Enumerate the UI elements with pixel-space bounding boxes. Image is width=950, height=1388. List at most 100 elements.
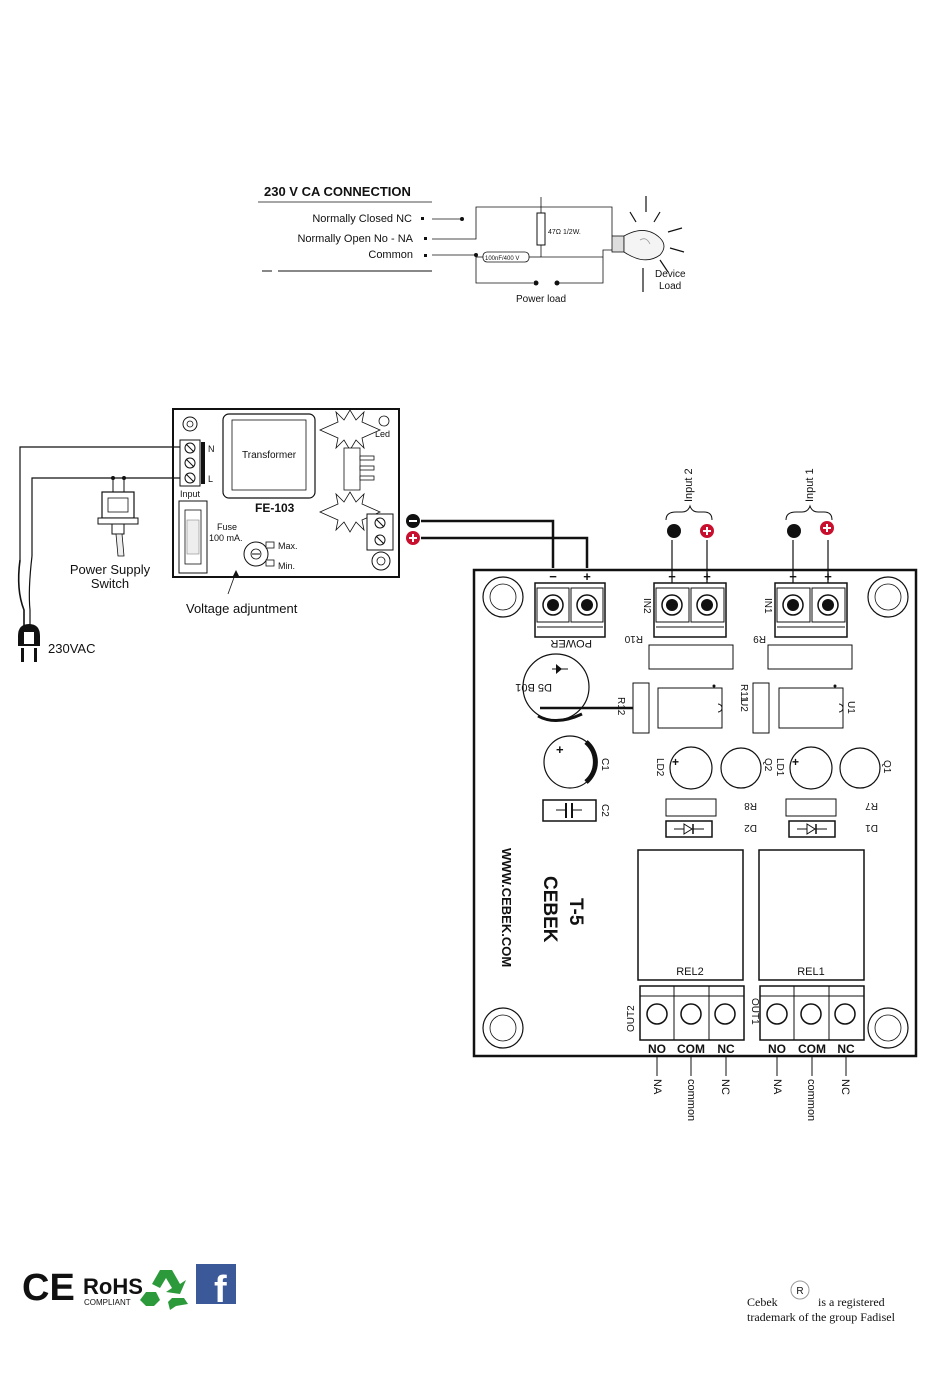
out2-no-label: NO: [648, 1042, 666, 1056]
light-bulb-icon: [611, 196, 685, 292]
rohs-logo: RoHS: [83, 1274, 143, 1299]
mains-plug-icon: [18, 624, 40, 662]
resistor-r9: [767, 644, 853, 670]
out2-na-wire-label: NA: [651, 1079, 663, 1095]
terminal-n-label: N: [208, 444, 215, 454]
in2-terminal: [653, 582, 727, 638]
ld2-plus-sign: +: [672, 755, 679, 769]
ce-mark: CE: [22, 1267, 75, 1309]
output-wires: [656, 1056, 847, 1076]
voltage-adjustment-label: Voltage adjuntment: [186, 601, 298, 616]
out2-terminal: [639, 985, 745, 1041]
voltage-trimmer-icon[interactable]: [243, 541, 275, 567]
mains-wiring: [17, 446, 180, 628]
footer-logos: CE RoHS COMPLIANT f: [22, 1264, 236, 1311]
input1-label: Input 1: [804, 468, 816, 502]
in1-label: IN1: [762, 598, 773, 614]
out2-com-label: COM: [677, 1042, 705, 1056]
capacitor-c1: +: [543, 735, 598, 789]
chip-u1: [778, 687, 844, 729]
switch-label-1: Power Supply: [70, 562, 151, 577]
bridge-rectifier: [522, 653, 590, 722]
max-label: Max.: [278, 541, 298, 551]
t5-board: − + POWER − + IN2 − + IN1: [472, 468, 918, 1058]
in2-label: IN2: [641, 598, 652, 614]
input-wires: [665, 504, 834, 583]
chip-u2: [657, 687, 723, 729]
input2-label: Input 2: [683, 468, 695, 502]
diode-d2: [665, 820, 713, 838]
registered-mark: R: [796, 1286, 803, 1297]
label-normally-closed: Normally Closed NC: [312, 213, 412, 225]
toggle-switch-icon[interactable]: [97, 491, 139, 557]
mains-label: 230VAC: [48, 641, 95, 656]
resistor-r7: [785, 798, 837, 817]
mounting-hole: [482, 576, 909, 1049]
transformer-label: Transformer: [242, 450, 297, 461]
board-brand: CEBEK: [539, 876, 560, 943]
out2-nc-label: NC: [717, 1042, 735, 1056]
r11-label: R11: [738, 684, 749, 702]
ld1-label: LD1: [774, 758, 785, 777]
out1-nc-label: NC: [837, 1042, 855, 1056]
label-normally-open: Normally Open No - NA: [297, 233, 413, 245]
db-label: D5 B01: [515, 681, 552, 693]
c1-plus-sign: +: [556, 742, 564, 757]
ld1-plus-sign: +: [792, 755, 799, 769]
switch-label-2: Switch: [91, 576, 129, 591]
out1-label: OUT1: [749, 998, 760, 1025]
resistor-r12: [632, 682, 650, 734]
board-website: WWW.CEBEK.COM: [499, 848, 514, 967]
heatsink-icon: [319, 409, 381, 533]
cebek-word: Cebek: [747, 1295, 778, 1309]
psu-model: FE-103: [255, 501, 295, 515]
registered-mark-icon: [790, 1280, 810, 1300]
led-ld2: +: [669, 746, 713, 790]
ld2-label: LD2: [654, 758, 665, 777]
led-label: Led: [375, 429, 390, 439]
out1-com-label: COM: [798, 1042, 826, 1056]
led-indicator: [378, 415, 390, 427]
label-common: Common: [368, 249, 413, 261]
led-ld1: +: [789, 746, 833, 790]
rel2-label: REL2: [676, 966, 704, 978]
diode-d1: [788, 820, 836, 838]
out1-no-label: NO: [768, 1042, 786, 1056]
power-load-label: Power load: [516, 294, 566, 305]
fuse-rating: 100 mA.: [209, 533, 243, 543]
resistor-r10: [648, 644, 734, 670]
relay-rel1: [758, 849, 865, 981]
resistor-r8: [665, 798, 717, 817]
rel1-label: REL1: [797, 966, 825, 978]
out1-nc-wire-label: NC: [839, 1079, 851, 1095]
fuse-icon: [178, 500, 208, 574]
load-label: Load: [659, 281, 681, 292]
terminal-l-label: L: [208, 474, 213, 484]
min-label: Min.: [278, 561, 295, 571]
d2-label: D2: [744, 822, 757, 833]
power-plus-sign: +: [583, 569, 591, 584]
out2-nc-wire-label: NC: [719, 1079, 731, 1095]
power-wires: [406, 514, 589, 568]
facebook-icon[interactable]: f: [196, 1264, 236, 1311]
capacitor-c2: [542, 799, 597, 822]
c2-label: C2: [599, 804, 610, 817]
ac-connection-diagram: 230 V CA CONNECTION Normally Closed NC N…: [258, 184, 686, 305]
out1-terminal: [759, 985, 865, 1041]
psu-input-terminal: [179, 439, 205, 487]
trademark-note: Cebek R is a registered trademark of the…: [747, 1280, 896, 1324]
power-minus-sign: −: [549, 569, 557, 584]
board-model: T-5: [565, 898, 586, 926]
rohs-compliant: COMPLIANT: [84, 1298, 131, 1307]
out2-common-wire-label: common: [685, 1079, 697, 1121]
c1-label: C1: [599, 758, 610, 771]
u2-label: U2: [738, 699, 749, 712]
switch-contact: [533, 280, 539, 286]
device-label: Device: [655, 269, 686, 280]
r9-label: R9: [753, 633, 766, 644]
input-label: Input: [180, 489, 201, 499]
u1-label: U1: [845, 701, 856, 714]
power-supply-module: Transformer FE-103 Led N L Input: [172, 408, 400, 578]
d1-label: D1: [865, 822, 878, 833]
